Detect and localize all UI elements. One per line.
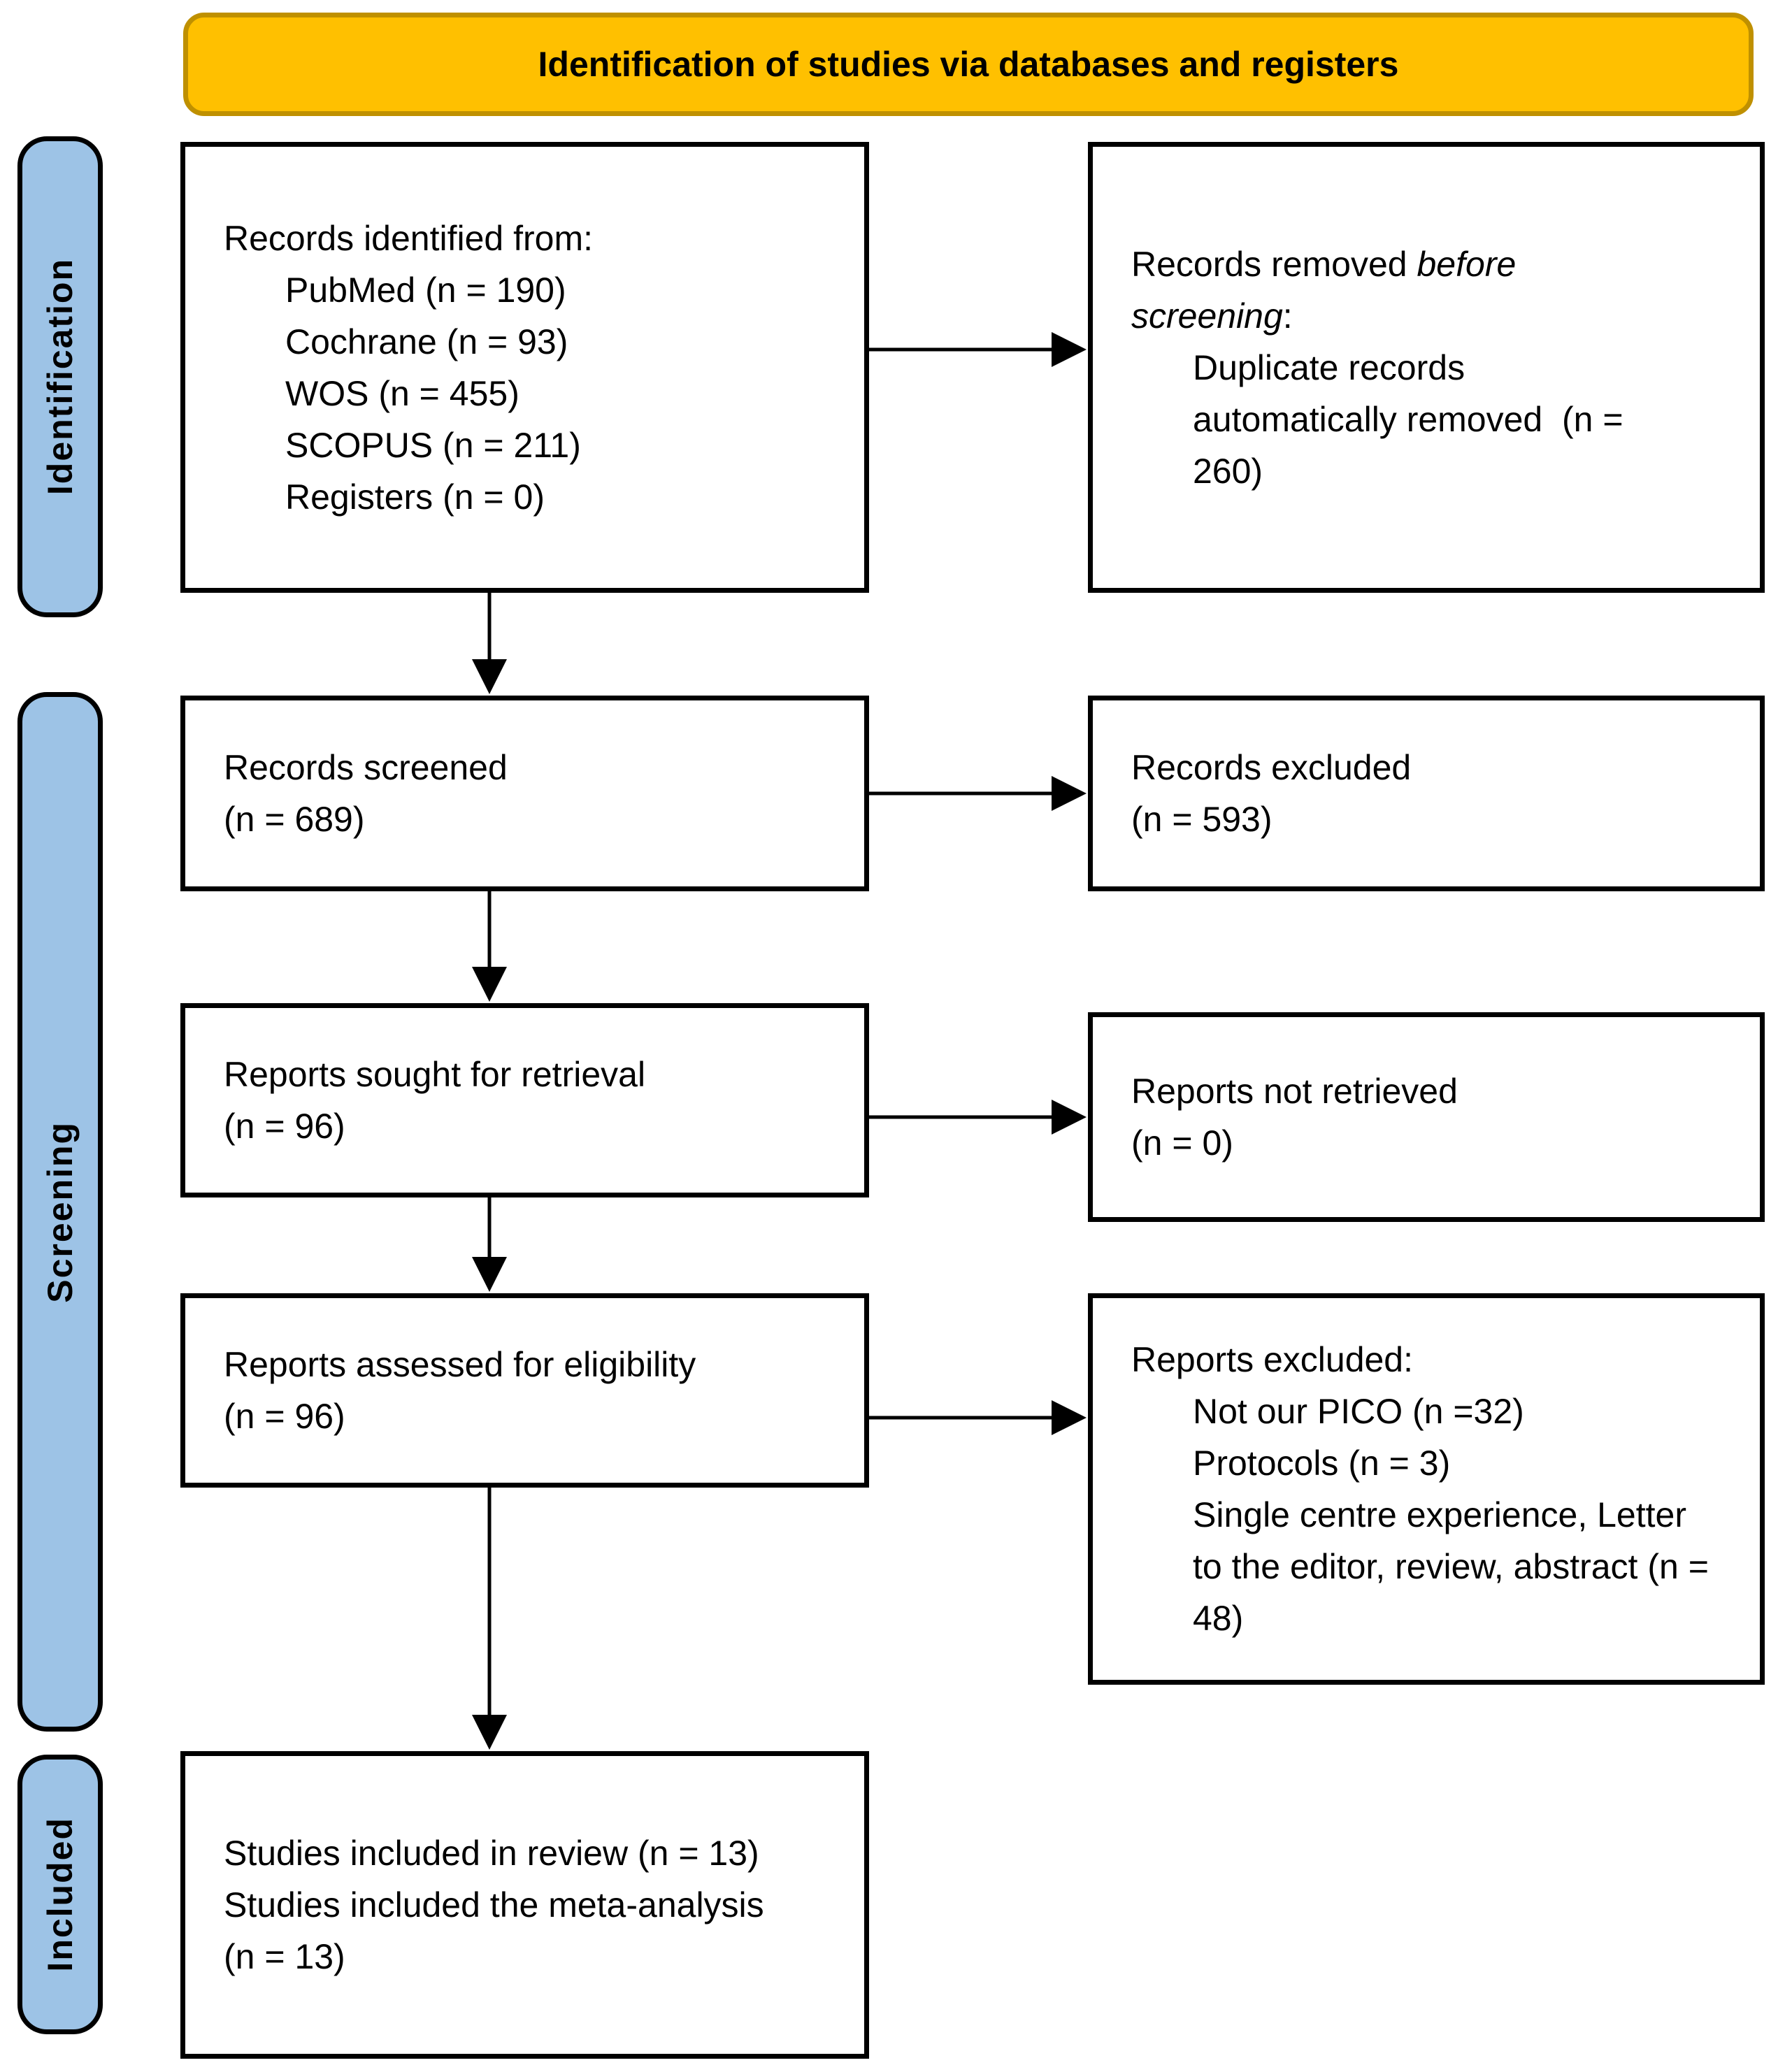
header-title: Identification of studies via databases … <box>538 45 1399 84</box>
reports-assessed-count: (n = 96) <box>224 1397 345 1436</box>
stage-label-identification-text: Identification <box>41 258 80 496</box>
reports-excluded-item: Protocols (n = 3) <box>1193 1444 1451 1483</box>
records-removed-intro-pre: Records removed <box>1131 244 1417 284</box>
records-excluded-count: (n = 593) <box>1131 800 1273 839</box>
box-studies-included: Studies included in review (n = 13) Stud… <box>180 1751 869 2059</box>
header-banner: Identification of studies via databases … <box>183 13 1754 116</box>
reports-excluded-item: Not our PICO (n =32) <box>1193 1392 1524 1431</box>
reports-assessed-line: Reports assessed for eligibility <box>224 1345 696 1384</box>
box-records-identified: Records identified from: PubMed (n = 190… <box>180 142 869 593</box>
stage-label-screening: Screening <box>17 692 103 1732</box>
records-removed-intro-post: : <box>1282 296 1293 336</box>
reports-sought-count: (n = 96) <box>224 1107 345 1146</box>
stage-label-included: Included <box>17 1755 103 2034</box>
stage-label-screening-text: Screening <box>41 1121 80 1303</box>
stage-label-identification: Identification <box>17 136 103 617</box>
box-reports-sought-for-retrieval: Reports sought for retrieval (n = 96) <box>180 1003 869 1197</box>
records-identified-item: SCOPUS (n = 211) <box>285 425 581 465</box>
records-identified-item: WOS (n = 455) <box>285 373 519 413</box>
stage-label-included-text: Included <box>41 1817 80 1972</box>
records-identified-intro: Records identified from: <box>224 218 594 258</box>
reports-not-retrieved-count: (n = 0) <box>1131 1123 1233 1163</box>
records-identified-item: PubMed (n = 190) <box>285 270 566 310</box>
reports-not-retrieved-line: Reports not retrieved <box>1131 1072 1458 1111</box>
box-records-screened: Records screened (n = 689) <box>180 696 869 891</box>
box-reports-excluded: Reports excluded: Not our PICO (n =32) P… <box>1088 1293 1765 1685</box>
box-records-excluded: Records excluded (n = 593) <box>1088 696 1765 891</box>
records-removed-intro: Records removed before screening: <box>1131 238 1676 342</box>
records-removed-item: Duplicate records automatically removed … <box>1193 347 1633 491</box>
box-reports-assessed-for-eligibility: Reports assessed for eligibility (n = 96… <box>180 1293 869 1488</box>
studies-included-review-line: Studies included in review (n = 13) <box>224 1834 759 1873</box>
records-identified-item: Cochrane (n = 93) <box>285 322 568 361</box>
records-screened-count: (n = 689) <box>224 800 365 839</box>
records-screened-line: Records screened <box>224 748 508 787</box>
box-reports-not-retrieved: Reports not retrieved (n = 0) <box>1088 1012 1765 1222</box>
reports-excluded-item: Single centre experience, Letter to the … <box>1193 1495 1719 1638</box>
studies-included-meta-line: Studies included the meta-analysis (n = … <box>224 1885 774 1976</box>
reports-sought-line: Reports sought for retrieval <box>224 1055 646 1094</box>
records-removed-intro-italic: before screening <box>1131 244 1526 336</box>
records-identified-item: Registers (n = 0) <box>285 477 545 517</box>
box-records-removed-before-screening: Records removed before screening: Duplic… <box>1088 142 1765 593</box>
reports-excluded-intro: Reports excluded: <box>1131 1340 1414 1379</box>
records-excluded-line: Records excluded <box>1131 748 1412 787</box>
